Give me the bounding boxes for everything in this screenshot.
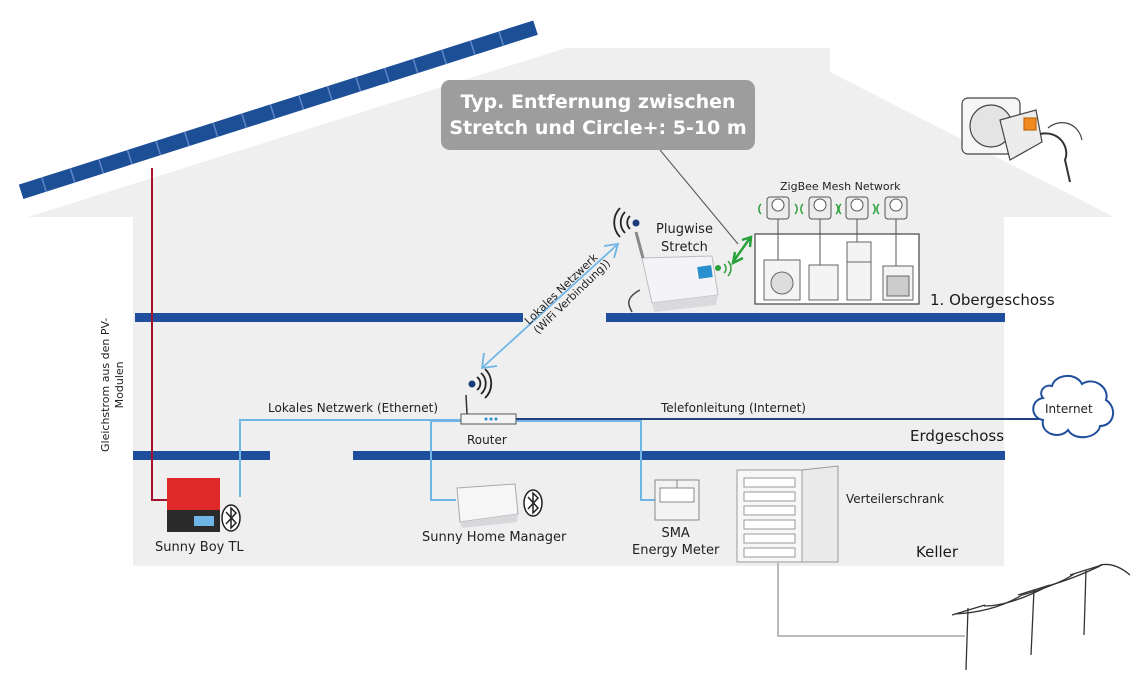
distribution-cabinet xyxy=(736,465,839,563)
appliances xyxy=(763,241,914,301)
telephone-label: Telefonleitung (Internet) xyxy=(661,401,806,415)
wifi-link xyxy=(480,242,620,370)
solar-panels xyxy=(18,20,538,199)
socket-plug-illustration xyxy=(961,97,1083,183)
floor-slab-upper-right xyxy=(606,313,1005,322)
ethernet-router-homemanager xyxy=(430,420,470,501)
callout-line-1: Typ. Entfernung zwischen xyxy=(460,91,736,113)
plugwise-stretch-device xyxy=(628,231,719,313)
zigbee-signal xyxy=(715,235,753,277)
wifi-icon-stretch xyxy=(613,207,640,238)
sunny-home-manager-device xyxy=(456,483,519,528)
cabinet-label: Verteilerschrank xyxy=(846,492,944,506)
floor-slab-ground-right xyxy=(353,451,1005,460)
zigbee-label: ZigBee Mesh Network xyxy=(780,180,901,193)
router-label: Router xyxy=(467,433,507,447)
floor-slab-upper-left xyxy=(135,313,523,322)
ethernet-router-meter xyxy=(515,420,655,501)
callout-pointer xyxy=(659,149,739,245)
internet-cloud xyxy=(1032,375,1115,439)
home-manager-label: Sunny Home Manager xyxy=(422,530,567,545)
circle-plugs xyxy=(766,196,908,266)
energy-meter-label: SMA Energy Meter xyxy=(632,526,720,558)
house-shape xyxy=(28,48,1114,566)
ethernet-label: Lokales Netzwerk (Ethernet) xyxy=(268,401,439,415)
bluetooth-icon-inverter xyxy=(221,504,241,532)
floor-ground-label: Erdgeschoss xyxy=(910,427,1005,445)
internet-label: Internet xyxy=(1045,402,1093,416)
floor-upper-label: 1. Obergeschoss xyxy=(930,291,1055,309)
bluetooth-icon-home-manager xyxy=(523,489,543,517)
zigbee-mesh-waves xyxy=(758,203,880,215)
callout-line-2: Stretch und Circle+: 5-10 m xyxy=(449,117,747,139)
floor-basement-label: Keller xyxy=(916,543,959,561)
ethernet-inverter-router xyxy=(239,419,469,497)
wifi-icon-router xyxy=(468,368,493,399)
dc-label: Gleichstrom aus den PV- Modulen xyxy=(99,317,126,452)
router-device xyxy=(460,394,517,425)
energy-meter-device xyxy=(654,479,700,521)
floor-slab-ground-left xyxy=(133,451,270,460)
distance-callout: Typ. Entfernung zwischen Stretch und Cir… xyxy=(441,80,755,150)
power-line xyxy=(777,562,1131,671)
dc-cable xyxy=(151,168,167,501)
plugwise-stretch-label: Plugwise Stretch xyxy=(656,222,713,255)
sunny-boy-label: Sunny Boy TL xyxy=(155,540,244,555)
sunny-boy-inverter xyxy=(167,478,220,532)
